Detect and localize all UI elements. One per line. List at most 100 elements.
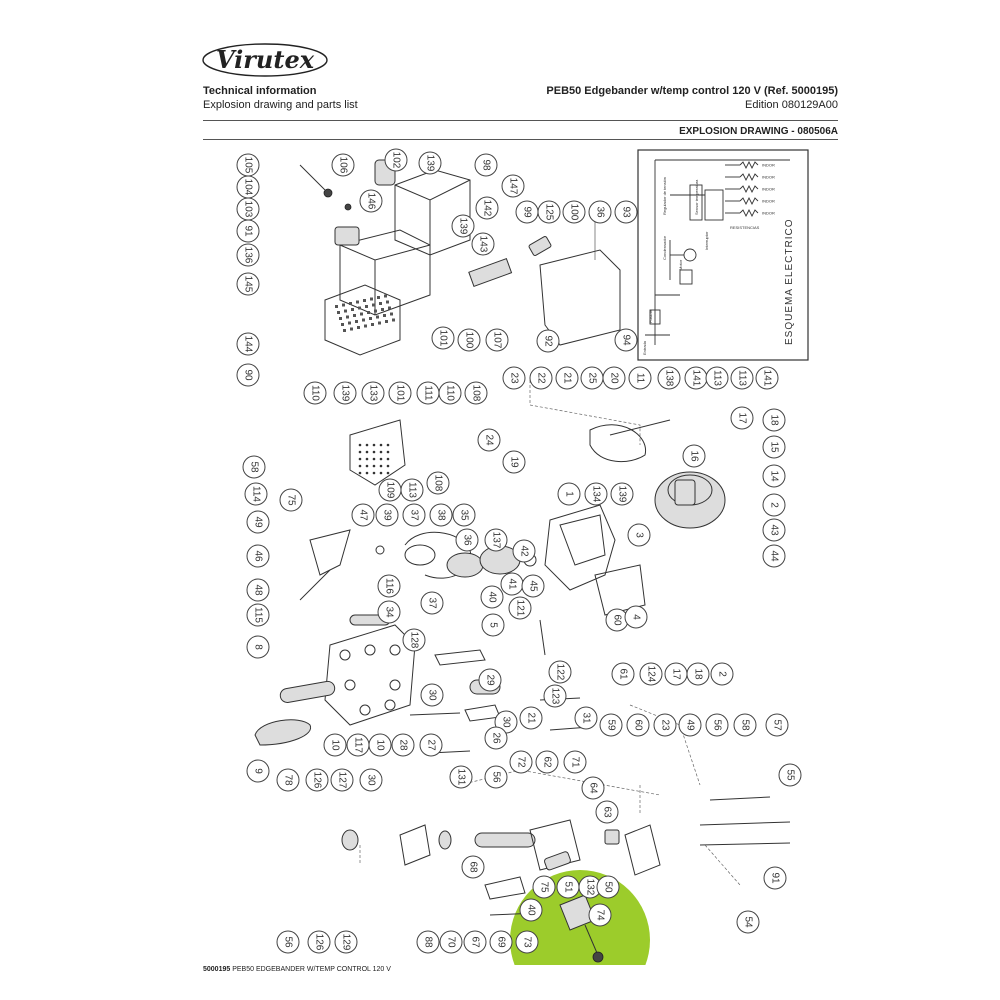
callout-number: 40 (526, 904, 537, 916)
callout-141: 141 (755, 366, 779, 390)
callout-bubble (246, 635, 270, 659)
callout-8: 8 (246, 635, 270, 659)
callout-bubble (627, 523, 651, 547)
callout-bubble (563, 750, 587, 774)
callout-bubble (388, 381, 412, 405)
callout-134: 134 (584, 482, 608, 506)
callout-bubble (639, 662, 663, 686)
header-divider (203, 120, 838, 121)
callout-108: 108 (464, 381, 488, 405)
callout-bubble (778, 763, 802, 787)
callout-number: 116 (384, 578, 395, 594)
callout-bubble (628, 366, 652, 390)
callout-128: 128 (402, 628, 426, 652)
callout-70: 70 (439, 930, 463, 954)
callout-number: 122 (555, 664, 566, 681)
callout-24: 24 (477, 428, 501, 452)
callout-number: 88 (423, 936, 434, 948)
callout-number: 54 (743, 916, 754, 928)
callout-bubble (682, 444, 706, 468)
callout-129: 129 (334, 930, 358, 954)
callout-48: 48 (246, 578, 270, 602)
callout-bubble (368, 733, 392, 757)
callout-number: 18 (693, 668, 704, 680)
callout-bubble (451, 214, 475, 238)
callout-40: 40 (480, 585, 504, 609)
callout-number: 36 (462, 534, 473, 546)
callout-2: 2 (710, 662, 734, 686)
callout-bubble (762, 493, 786, 517)
callout-126: 126 (307, 930, 331, 954)
callout-17: 17 (664, 662, 688, 686)
callout-115: 115 (246, 603, 270, 627)
callout-92: 92 (536, 329, 560, 353)
callout-number: 25 (587, 372, 598, 384)
callout-91: 91 (236, 219, 260, 243)
callout-number: 35 (459, 509, 470, 521)
callout-number: 58 (249, 461, 260, 473)
callout-bubble (244, 482, 268, 506)
callout-bubble (502, 450, 526, 474)
callout-bubble (519, 898, 543, 922)
callout-number: 39 (382, 509, 393, 521)
callout-number: 42 (519, 545, 530, 557)
callout-bubble (478, 668, 502, 692)
callout-number: 63 (602, 806, 613, 818)
callout-number: 58 (740, 719, 751, 731)
callout-bubble (501, 174, 525, 198)
callout-bubble (611, 662, 635, 686)
callout-42: 42 (512, 539, 536, 563)
callout-147: 147 (501, 174, 525, 198)
callout-number: 71 (570, 756, 581, 768)
callout-number: 2 (769, 502, 780, 508)
callout-36: 36 (588, 200, 612, 224)
callout-90: 90 (236, 363, 260, 387)
callout-number: 115 (253, 607, 264, 623)
schematic-label-6: Condensador (662, 235, 667, 260)
callout-bubble (678, 713, 702, 737)
callout-bubble (236, 363, 260, 387)
callout-46: 46 (246, 544, 270, 568)
callout-58: 58 (242, 455, 266, 479)
callout-56: 56 (705, 713, 729, 737)
callout-bubble (416, 930, 440, 954)
footer: 5000195 PEB50 EDGEBANDER W/TEMP CONTROL … (203, 966, 391, 973)
callout-number: 108 (433, 475, 444, 492)
callout-bubble (246, 603, 270, 627)
callout-number: 57 (772, 719, 783, 731)
callout-139: 139 (418, 151, 442, 175)
callout-14: 14 (762, 464, 786, 488)
callout-number: 126 (312, 772, 323, 789)
callout-bubble (420, 591, 444, 615)
callout-bubble (489, 930, 513, 954)
callout-bubble (449, 765, 473, 789)
callout-number: 10 (330, 739, 341, 751)
callout-number: 37 (409, 509, 420, 521)
callout-62: 62 (535, 750, 559, 774)
doc-category: Technical information (203, 85, 317, 97)
callout-29: 29 (478, 668, 502, 692)
callout-number: 147 (508, 178, 519, 195)
callout-19: 19 (502, 450, 526, 474)
footer-text: PEB50 EDGEBANDER W/TEMP CONTROL 120 V (232, 966, 391, 973)
callout-27: 27 (419, 733, 443, 757)
callout-bubble (614, 328, 638, 352)
callout-5: 5 (481, 613, 505, 637)
callout-number: 98 (481, 159, 492, 171)
callout-number: 132 (585, 879, 596, 896)
callout-bubble (439, 930, 463, 954)
callout-bubble (429, 503, 453, 527)
callout-number: 18 (769, 414, 780, 426)
main-assembly (254, 419, 726, 754)
callout-bubble (581, 776, 605, 800)
callout-number: 56 (283, 936, 294, 948)
callout-number: 113 (712, 370, 723, 386)
callout-bubble (331, 153, 355, 177)
callout-101: 101 (431, 326, 455, 350)
callout-bubble (377, 574, 401, 598)
callout-number: 136 (243, 247, 254, 264)
callout-number: 113 (737, 370, 748, 386)
callout-121: 121 (508, 596, 532, 620)
callout-number: 30 (501, 716, 512, 728)
